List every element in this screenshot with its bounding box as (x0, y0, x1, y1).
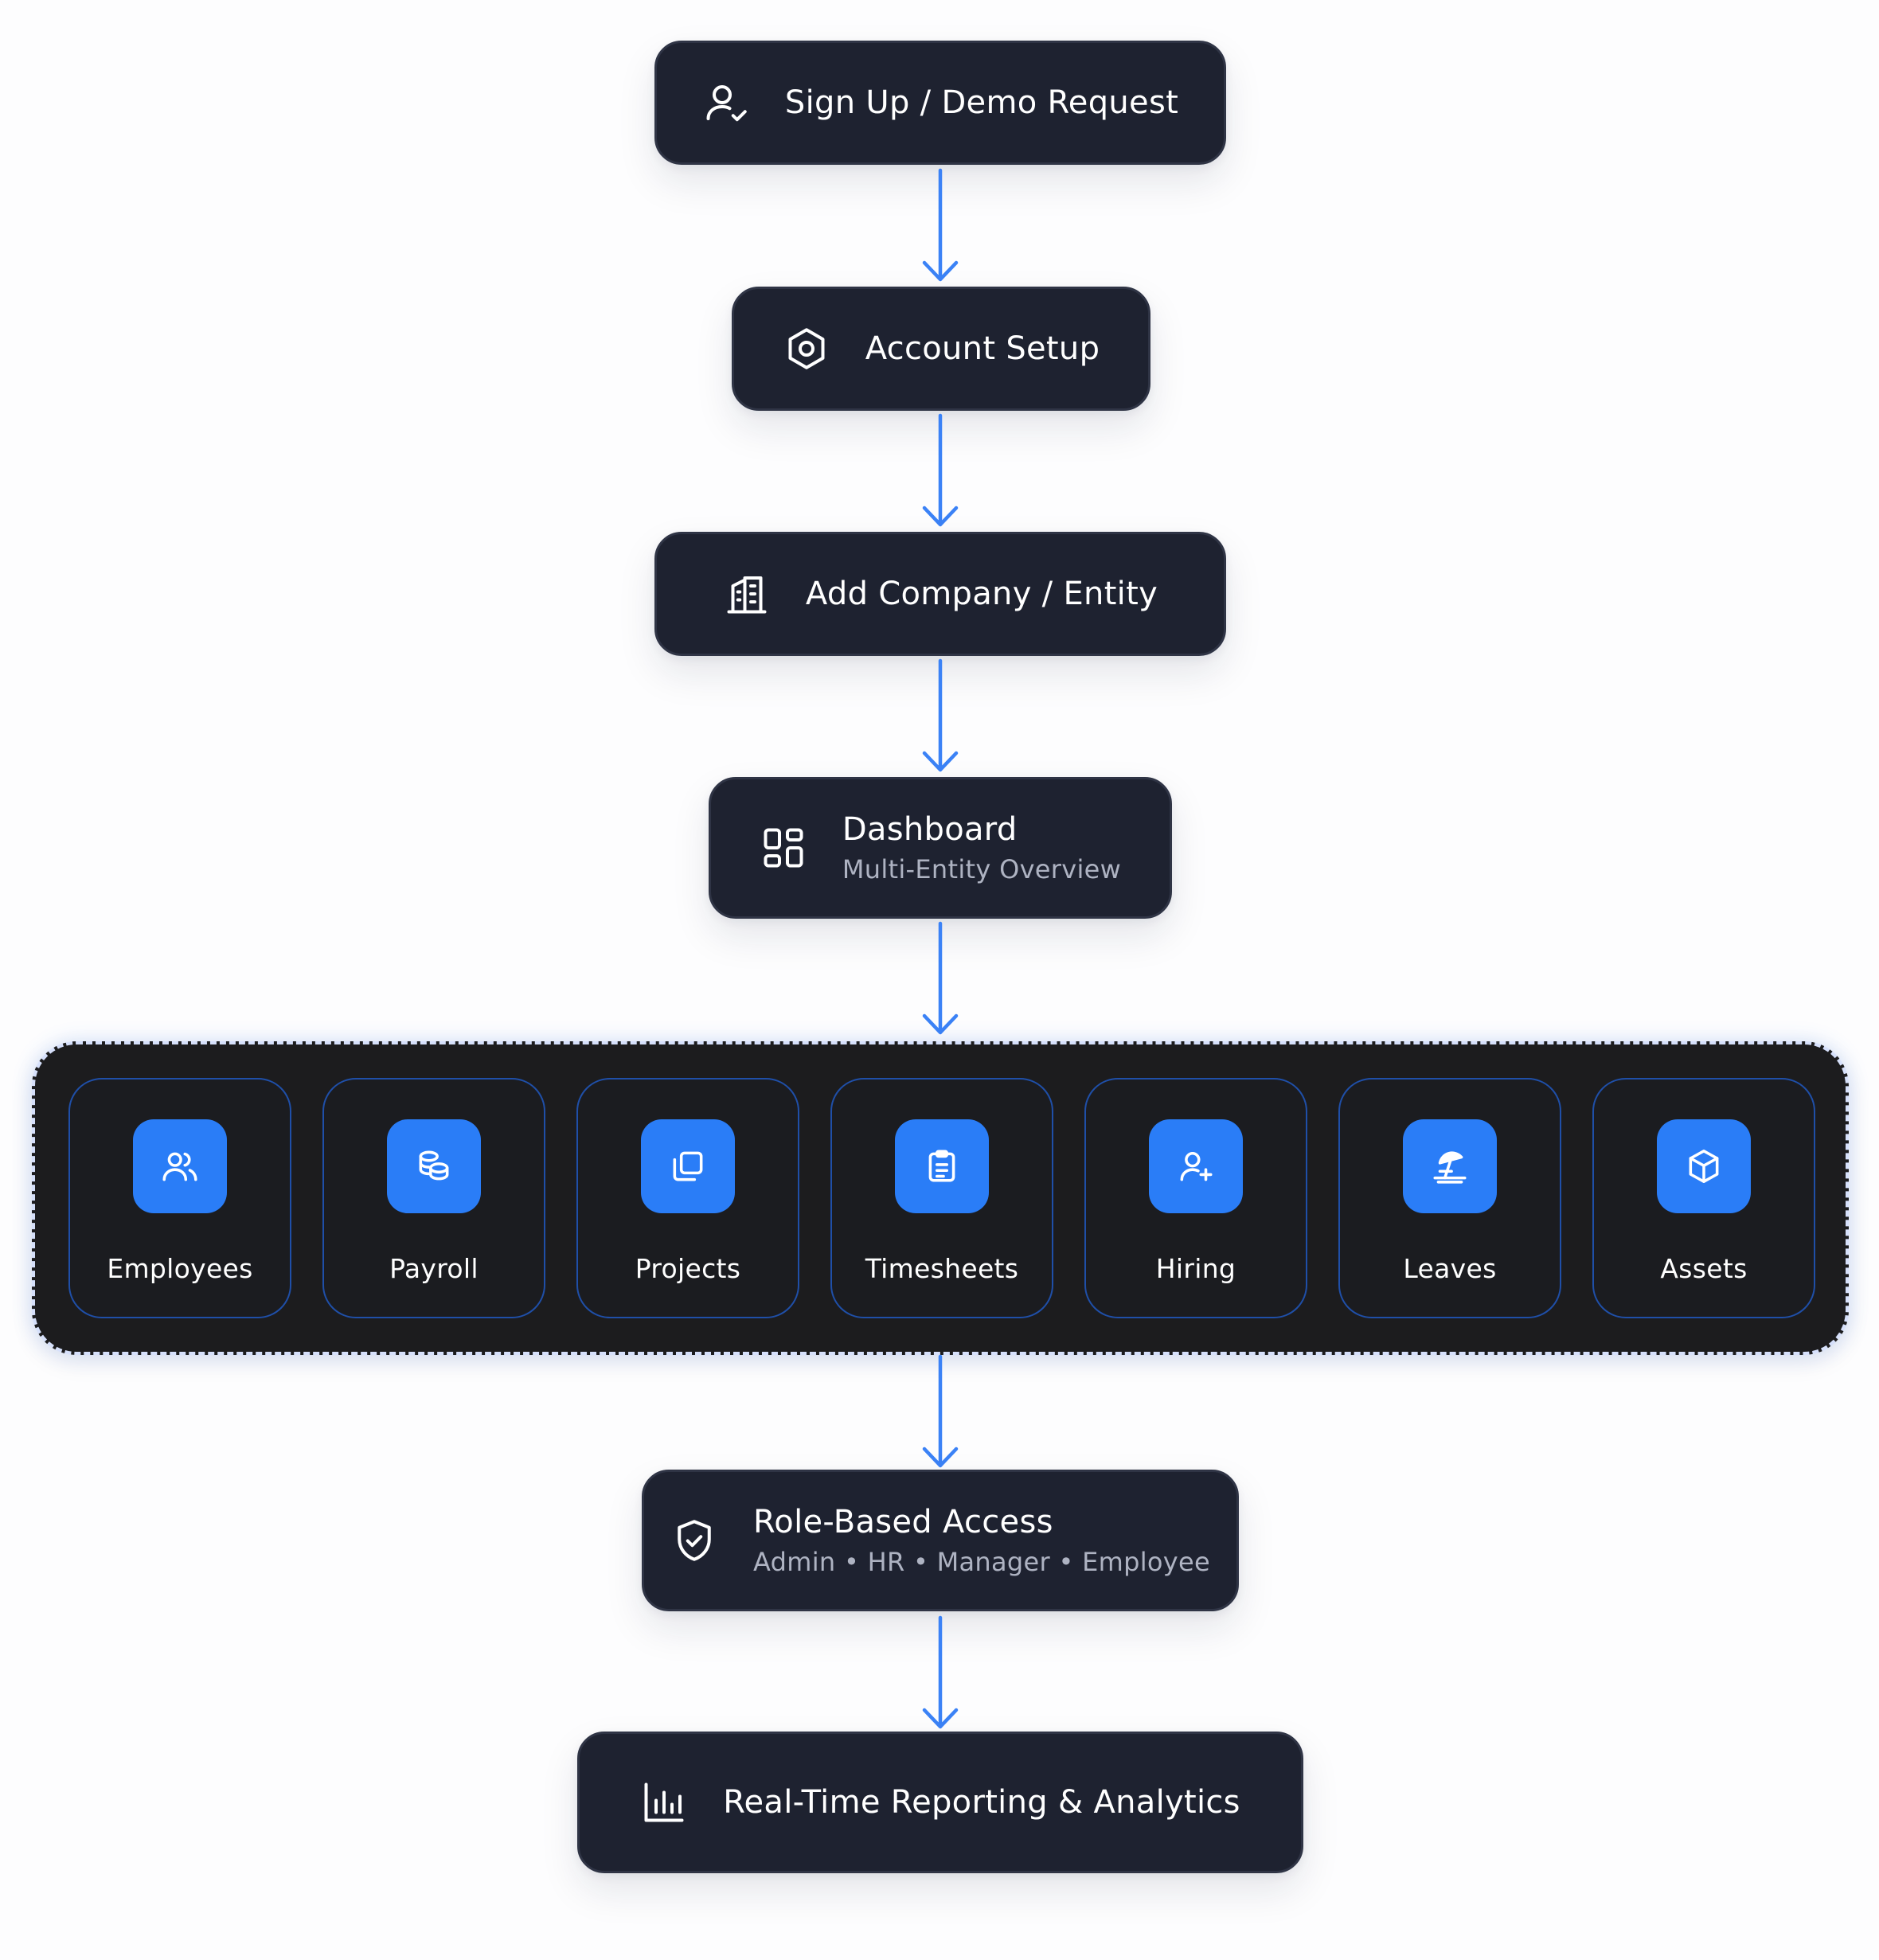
box-icon (1657, 1119, 1751, 1213)
module-label: Projects (635, 1253, 741, 1284)
step-title: Real-Time Reporting & Analytics (723, 1784, 1240, 1821)
step-dashboard: Dashboard Multi-Entity Overview (709, 777, 1172, 919)
user-check-icon (702, 79, 750, 127)
step-title: Dashboard (842, 811, 1018, 848)
step-title: Role-Based Access (753, 1504, 1053, 1540)
shield-check-icon (670, 1517, 718, 1564)
module-label: Assets (1660, 1253, 1748, 1284)
hexagon-settings-icon (783, 325, 830, 373)
module-hiring: Hiring (1084, 1078, 1307, 1318)
bar-chart-icon (640, 1778, 688, 1826)
building-icon (723, 570, 771, 618)
module-label: Timesheets (865, 1253, 1019, 1284)
module-leaves: Leaves (1338, 1078, 1561, 1318)
layout-grid-icon (760, 824, 807, 872)
flow-arrow (920, 168, 960, 282)
step-signup: Sign Up / Demo Request (654, 41, 1226, 165)
module-assets: Assets (1592, 1078, 1815, 1318)
beach-umbrella-icon (1403, 1119, 1497, 1213)
module-label: Hiring (1155, 1253, 1236, 1284)
step-reporting: Real-Time Reporting & Analytics (577, 1732, 1303, 1873)
module-label: Payroll (389, 1253, 479, 1284)
module-projects: Projects (576, 1078, 799, 1318)
module-employees: Employees (68, 1078, 291, 1318)
users-icon (133, 1119, 227, 1213)
step-add-company: Add Company / Entity (654, 532, 1226, 656)
module-label: Employees (107, 1253, 253, 1284)
coins-icon (387, 1119, 481, 1213)
flow-arrow (920, 921, 960, 1035)
step-title: Add Company / Entity (805, 576, 1158, 612)
step-subtitle: Multi-Entity Overview (842, 854, 1122, 884)
module-timesheets: Timesheets (830, 1078, 1053, 1318)
step-subtitle: Admin • HR • Manager • Employee (753, 1547, 1210, 1577)
flow-arrow (920, 413, 960, 527)
user-plus-icon (1149, 1119, 1243, 1213)
step-title: Account Setup (865, 330, 1100, 367)
copy-icon (641, 1119, 735, 1213)
step-account-setup: Account Setup (732, 287, 1150, 411)
flow-arrow (920, 658, 960, 772)
modules-panel: Employees Payroll Projects Timesheets Hi… (32, 1041, 1849, 1355)
clipboard-icon (895, 1119, 989, 1213)
flow-arrow (920, 1615, 960, 1729)
module-label: Leaves (1403, 1253, 1497, 1284)
module-payroll: Payroll (322, 1078, 545, 1318)
flow-arrow (920, 1354, 960, 1468)
step-title: Sign Up / Demo Request (784, 84, 1179, 121)
step-role-based-access: Role-Based Access Admin • HR • Manager •… (642, 1470, 1239, 1611)
